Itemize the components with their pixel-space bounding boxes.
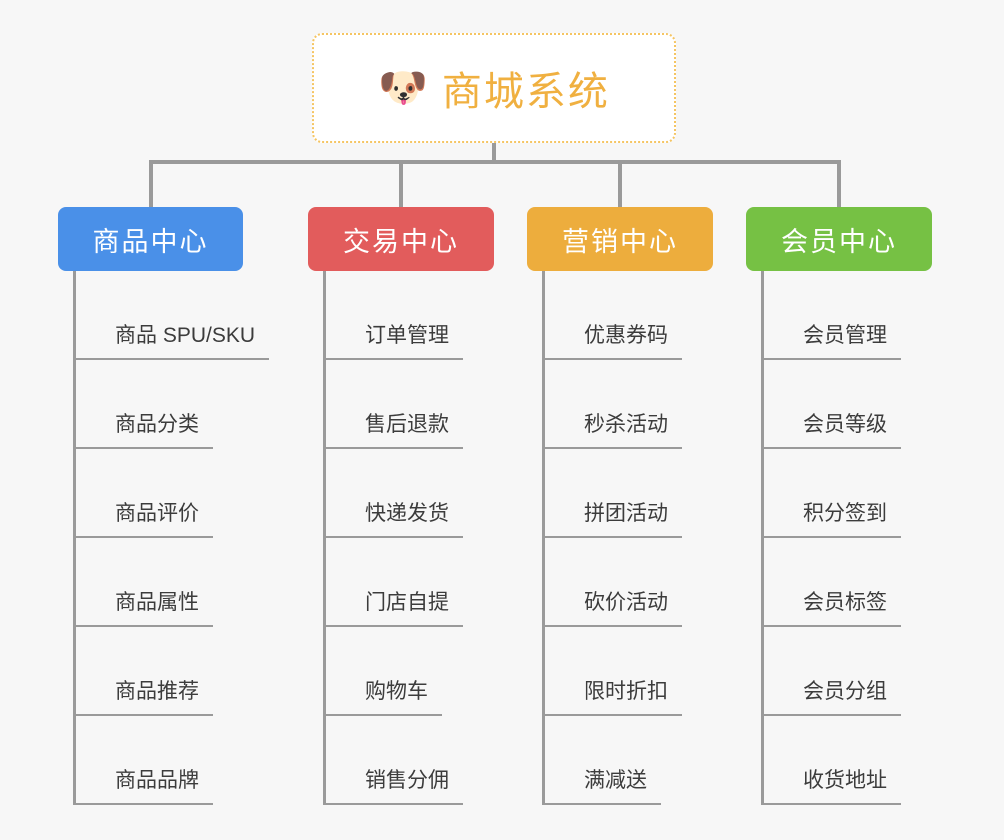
leaf-item-label: 会员标签 <box>803 591 887 614</box>
category-box-1[interactable]: 商品中心 <box>58 207 243 271</box>
leaf-item-label: 商品推荐 <box>115 680 199 703</box>
dog-face-icon: 🐶 <box>378 66 428 110</box>
leaf-item-underline <box>73 625 213 627</box>
leaf-item-underline <box>761 447 901 449</box>
leaf-item-label: 售后退款 <box>365 413 449 436</box>
leaf-item-label: 秒杀活动 <box>584 413 668 436</box>
leaf-item-label: 收货地址 <box>803 769 887 792</box>
leaf-item-underline <box>73 536 213 538</box>
leaf-item-underline <box>542 714 682 716</box>
leaf-item-label: 优惠券码 <box>584 324 668 347</box>
category-box-2[interactable]: 交易中心 <box>308 207 494 271</box>
category-label: 交易中心 <box>343 226 459 257</box>
leaf-item-underline <box>323 536 463 538</box>
leaf-item-label: 积分签到 <box>803 502 887 525</box>
leaf-item-label: 销售分佣 <box>365 769 449 792</box>
leaf-item-underline <box>323 625 463 627</box>
root-stem-line <box>492 143 496 164</box>
leaf-item-underline <box>73 447 213 449</box>
leaf-item-underline <box>323 714 442 716</box>
leaf-item-label: 快递发货 <box>365 502 449 525</box>
leaf-item-label: 购物车 <box>365 680 428 703</box>
root-node[interactable]: 🐶 商城系统 <box>312 33 676 143</box>
root-title: 商城系统 <box>441 70 610 114</box>
column-trunk-line <box>761 271 764 805</box>
leaf-item-underline <box>73 714 213 716</box>
leaf-item-label: 砍价活动 <box>584 591 668 614</box>
leaf-item-underline <box>542 625 682 627</box>
leaf-item-underline <box>542 447 682 449</box>
leaf-item-label: 商品 SPU/SKU <box>115 324 256 347</box>
category-label: 营销中心 <box>562 226 678 257</box>
column-trunk-line <box>542 271 545 805</box>
leaf-item-underline <box>323 803 463 805</box>
leaf-item-underline <box>761 358 901 360</box>
leaf-item-label: 满减送 <box>584 769 647 792</box>
leaf-item-underline <box>73 358 269 360</box>
leaf-item-label: 商品分类 <box>115 413 199 436</box>
leaf-item-underline <box>73 803 213 805</box>
leaf-item-label: 限时折扣 <box>584 680 668 703</box>
bus-line <box>148 160 841 164</box>
leaf-item-underline <box>761 803 901 805</box>
leaf-item-label: 商品属性 <box>115 591 199 614</box>
leaf-item-label: 会员等级 <box>803 413 887 436</box>
category-drop-line <box>148 160 153 207</box>
leaf-item-underline <box>323 447 463 449</box>
category-drop-line <box>399 160 403 207</box>
leaf-item-underline <box>542 358 682 360</box>
leaf-item-underline <box>761 536 901 538</box>
leaf-item-underline <box>323 358 463 360</box>
leaf-item-underline <box>761 714 901 716</box>
column-trunk-line <box>323 271 326 805</box>
category-label: 会员中心 <box>781 226 897 257</box>
leaf-item-underline <box>542 536 682 538</box>
leaf-item-label: 会员分组 <box>803 680 887 703</box>
column-trunk-line <box>73 271 76 805</box>
leaf-item-label: 商品品牌 <box>115 769 199 792</box>
category-box-3[interactable]: 营销中心 <box>527 207 713 271</box>
leaf-item-underline <box>761 625 901 627</box>
leaf-item-label: 门店自提 <box>365 591 449 614</box>
leaf-item-label: 会员管理 <box>803 324 887 347</box>
category-drop-line <box>618 160 622 207</box>
leaf-item-underline <box>542 803 661 805</box>
category-box-4[interactable]: 会员中心 <box>746 207 932 271</box>
leaf-item-label: 商品评价 <box>115 502 199 525</box>
leaf-item-label: 订单管理 <box>365 324 449 347</box>
leaf-item-label: 拼团活动 <box>584 502 668 525</box>
category-drop-line <box>837 160 841 207</box>
category-label: 商品中心 <box>92 226 209 257</box>
